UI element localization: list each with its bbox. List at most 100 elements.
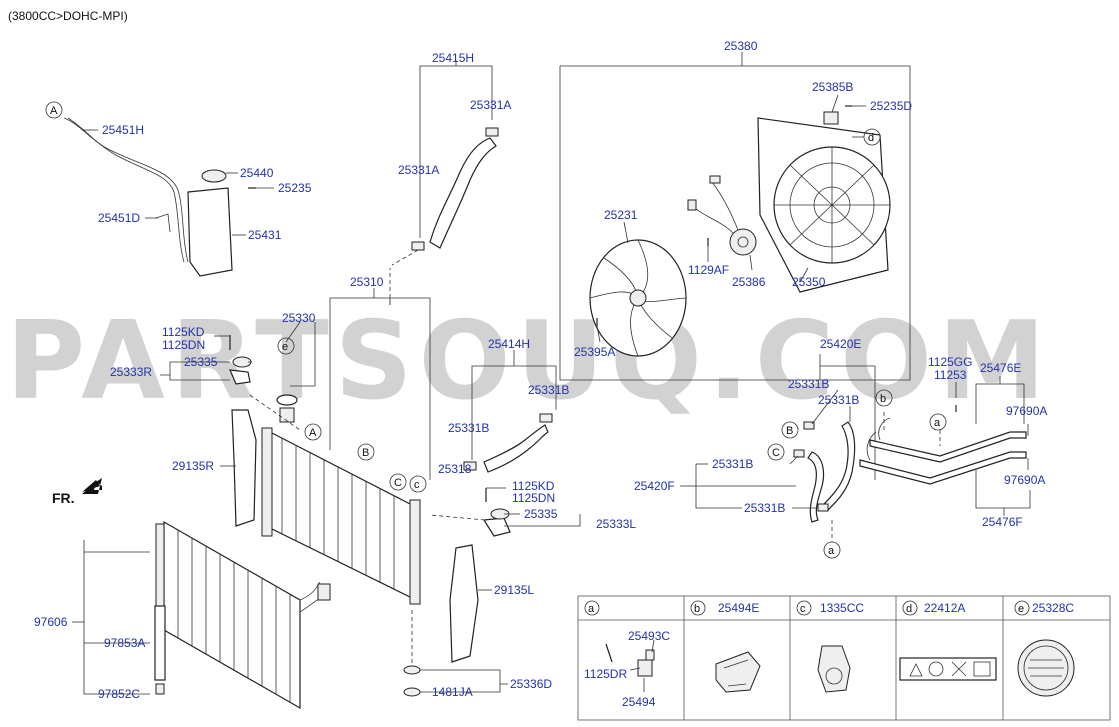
label-97606[interactable]: 97606	[34, 615, 68, 629]
label-25451H[interactable]: 25451H	[102, 123, 144, 137]
label-25385B[interactable]: 25385B	[812, 80, 853, 94]
label-25333L[interactable]: 25333L	[596, 517, 636, 531]
label-1125DR[interactable]: 1125DR	[584, 667, 627, 681]
hose-clamp[interactable]	[411, 241, 425, 251]
label-25331A[interactable]: 25331A	[470, 98, 511, 112]
bubble-text: A	[50, 105, 58, 117]
coolant-reservoir[interactable]	[187, 187, 233, 277]
bubble-text: c	[414, 479, 420, 491]
label-25494[interactable]: 25494	[622, 695, 656, 709]
bubble-text: a	[828, 545, 835, 557]
air-guard-right[interactable]	[231, 409, 257, 527]
table-part-25328C[interactable]: 25328C	[1032, 601, 1074, 615]
bubble-text: d	[868, 132, 874, 144]
lower-radiator-hose[interactable]	[483, 424, 549, 473]
table-part-1335CC[interactable]: 1335CC	[820, 601, 864, 615]
upper-radiator-hose[interactable]	[429, 137, 497, 249]
label-25318[interactable]: 25318	[438, 462, 472, 476]
label-25350[interactable]: 25350	[792, 275, 826, 289]
label-25331B[interactable]: 25331B	[448, 421, 489, 435]
label-1125KD[interactable]: 1125KD	[162, 325, 205, 339]
label-25336D[interactable]: 25336D	[510, 677, 552, 691]
label-25420F[interactable]: 25420F	[634, 479, 675, 493]
lower-insulator[interactable]	[403, 665, 421, 675]
table-key-d: d	[906, 603, 912, 615]
clip-25494E[interactable]	[715, 651, 761, 693]
oil-cooler-line-upper[interactable]	[869, 431, 1027, 463]
label-25420E[interactable]: 25420E	[820, 337, 861, 351]
label-25380[interactable]: 25380	[724, 39, 758, 53]
label-1481JA[interactable]: 1481JA	[432, 685, 473, 699]
table-part-25494E[interactable]: 25494E	[718, 601, 759, 615]
label-25335[interactable]: 25335	[524, 507, 558, 521]
table-key-b: b	[694, 603, 700, 615]
label-25476F[interactable]: 25476F	[982, 515, 1023, 529]
label-25451D[interactable]: 25451D	[98, 211, 140, 225]
label-1129AF[interactable]: 1129AF	[688, 263, 729, 277]
clamp-1335CC[interactable]	[817, 645, 851, 693]
label-25395A[interactable]: 25395A	[574, 345, 615, 359]
radiator-tank-left	[261, 427, 273, 537]
label-25331B[interactable]: 25331B	[528, 383, 569, 397]
label-1125KD[interactable]: 1125KD	[512, 479, 555, 493]
table-part-22412A[interactable]: 22412A	[924, 601, 965, 615]
fan-motor[interactable]	[729, 228, 757, 256]
fan-resistor[interactable]	[823, 111, 839, 125]
lower-insulator[interactable]	[403, 687, 421, 697]
bracket-25494[interactable]	[637, 659, 653, 677]
label-25440[interactable]: 25440	[240, 166, 274, 180]
oil-cooler-hose-lower[interactable]	[807, 451, 825, 523]
label-97853A[interactable]: 97853A	[104, 636, 145, 650]
bubble-text: A	[309, 427, 317, 439]
oil-cooler-line-lower[interactable]	[859, 451, 1027, 485]
bubble-text: C	[394, 477, 402, 489]
label-1125GG[interactable]: 1125GG	[928, 355, 972, 369]
watermark: PARTSOUQ.COM	[6, 299, 1051, 424]
reservoir-group	[63, 117, 274, 277]
radiator-tank-right	[409, 499, 421, 605]
receiver-drier[interactable]	[154, 605, 166, 681]
label-25235D[interactable]: 25235D	[870, 99, 912, 113]
table-key-a: a	[588, 603, 595, 615]
label-25431[interactable]: 25431	[248, 228, 282, 242]
label-25414H[interactable]: 25414H	[488, 337, 530, 351]
upper-bracket-left[interactable]	[482, 517, 511, 537]
drier-cap[interactable]	[155, 683, 165, 695]
label-25476E[interactable]: 25476E	[980, 361, 1021, 375]
label-1125DN[interactable]: 1125DN	[162, 338, 205, 352]
label-97852C[interactable]: 97852C	[98, 687, 140, 701]
label-11253[interactable]: 11253	[934, 368, 967, 382]
label-25386[interactable]: 25386	[732, 275, 766, 289]
label-29135R[interactable]: 29135R	[172, 459, 214, 473]
condenser[interactable]	[163, 520, 301, 710]
label-25331B[interactable]: 25331B	[712, 457, 753, 471]
label-97690A[interactable]: 97690A	[1006, 404, 1047, 418]
hose-clamp[interactable]	[485, 127, 499, 137]
overflow-hose[interactable]	[63, 117, 189, 263]
label-25330[interactable]: 25330	[282, 311, 316, 325]
radiator-core[interactable]	[269, 431, 413, 599]
label-25415H[interactable]: 25415H	[432, 51, 474, 65]
air-guard-left[interactable]	[449, 544, 479, 663]
label-25335[interactable]: 25335	[184, 355, 218, 369]
upper-bracket-right[interactable]	[229, 369, 251, 385]
label-25235[interactable]: 25235	[278, 181, 312, 195]
label-25331A[interactable]: 25331A	[398, 163, 439, 177]
label-97690A[interactable]: 97690A	[1004, 473, 1045, 487]
label-25310[interactable]: 25310	[350, 275, 384, 289]
caution-label-22412A[interactable]	[899, 657, 997, 681]
label-25493C[interactable]: 25493C	[628, 629, 670, 643]
label-29135L[interactable]: 29135L	[494, 583, 534, 597]
label-25333R[interactable]: 25333R	[110, 365, 152, 379]
radiator-group	[160, 268, 581, 697]
label-25331B[interactable]: 25331B	[788, 377, 829, 391]
label-25331B[interactable]: 25331B	[818, 393, 859, 407]
oil-cooler-hose-upper[interactable]	[821, 421, 856, 511]
trans-oil-line-group	[859, 376, 1031, 516]
condenser-group	[72, 520, 331, 710]
reservoir-cap[interactable]	[201, 169, 227, 183]
label-25331B[interactable]: 25331B	[744, 501, 785, 515]
label-1125DN[interactable]: 1125DN	[512, 491, 555, 505]
label-25231[interactable]: 25231	[604, 208, 638, 222]
